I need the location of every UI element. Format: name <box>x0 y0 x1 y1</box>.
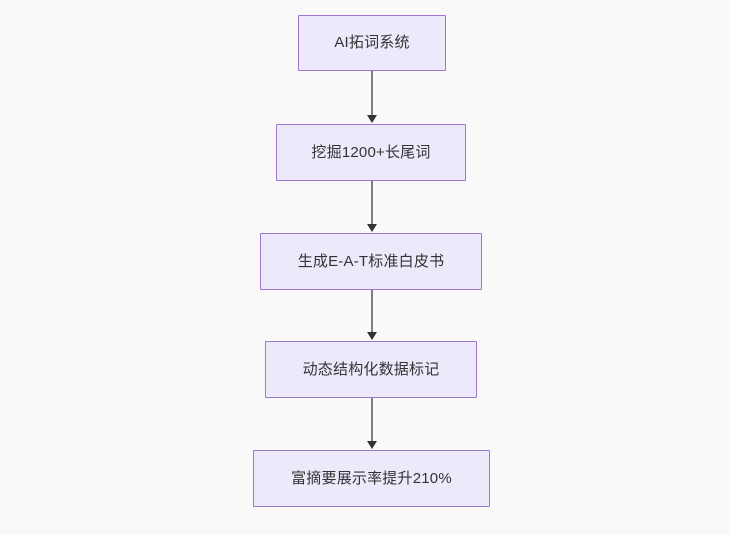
flow-node-label: 富摘要展示率提升210% <box>291 469 452 487</box>
flow-edge-n4-n5 <box>371 398 373 443</box>
arrow-down-icon <box>367 332 377 340</box>
flow-node-label: 生成E-A-T标准白皮书 <box>297 252 445 270</box>
flow-node-structured-data-markup[interactable]: 动态结构化数据标记 <box>265 341 477 398</box>
flow-edge-n2-n3 <box>371 181 373 225</box>
flow-node-label: 动态结构化数据标记 <box>302 360 440 378</box>
arrow-down-icon <box>367 224 377 232</box>
flow-node-ai-keyword-system[interactable]: AI拓词系统 <box>298 15 446 71</box>
flow-node-eat-whitepaper[interactable]: 生成E-A-T标准白皮书 <box>260 233 482 290</box>
flow-node-rich-snippet-result[interactable]: 富摘要展示率提升210% <box>253 450 490 507</box>
arrow-down-icon <box>367 115 377 123</box>
flow-node-label: 挖掘1200+长尾词 <box>311 143 431 161</box>
flow-edge-n3-n4 <box>371 290 373 334</box>
flow-edge-n1-n2 <box>371 71 373 117</box>
flow-node-longtail-keywords[interactable]: 挖掘1200+长尾词 <box>276 124 466 181</box>
flow-node-label: AI拓词系统 <box>334 34 410 51</box>
arrow-down-icon <box>367 441 377 449</box>
